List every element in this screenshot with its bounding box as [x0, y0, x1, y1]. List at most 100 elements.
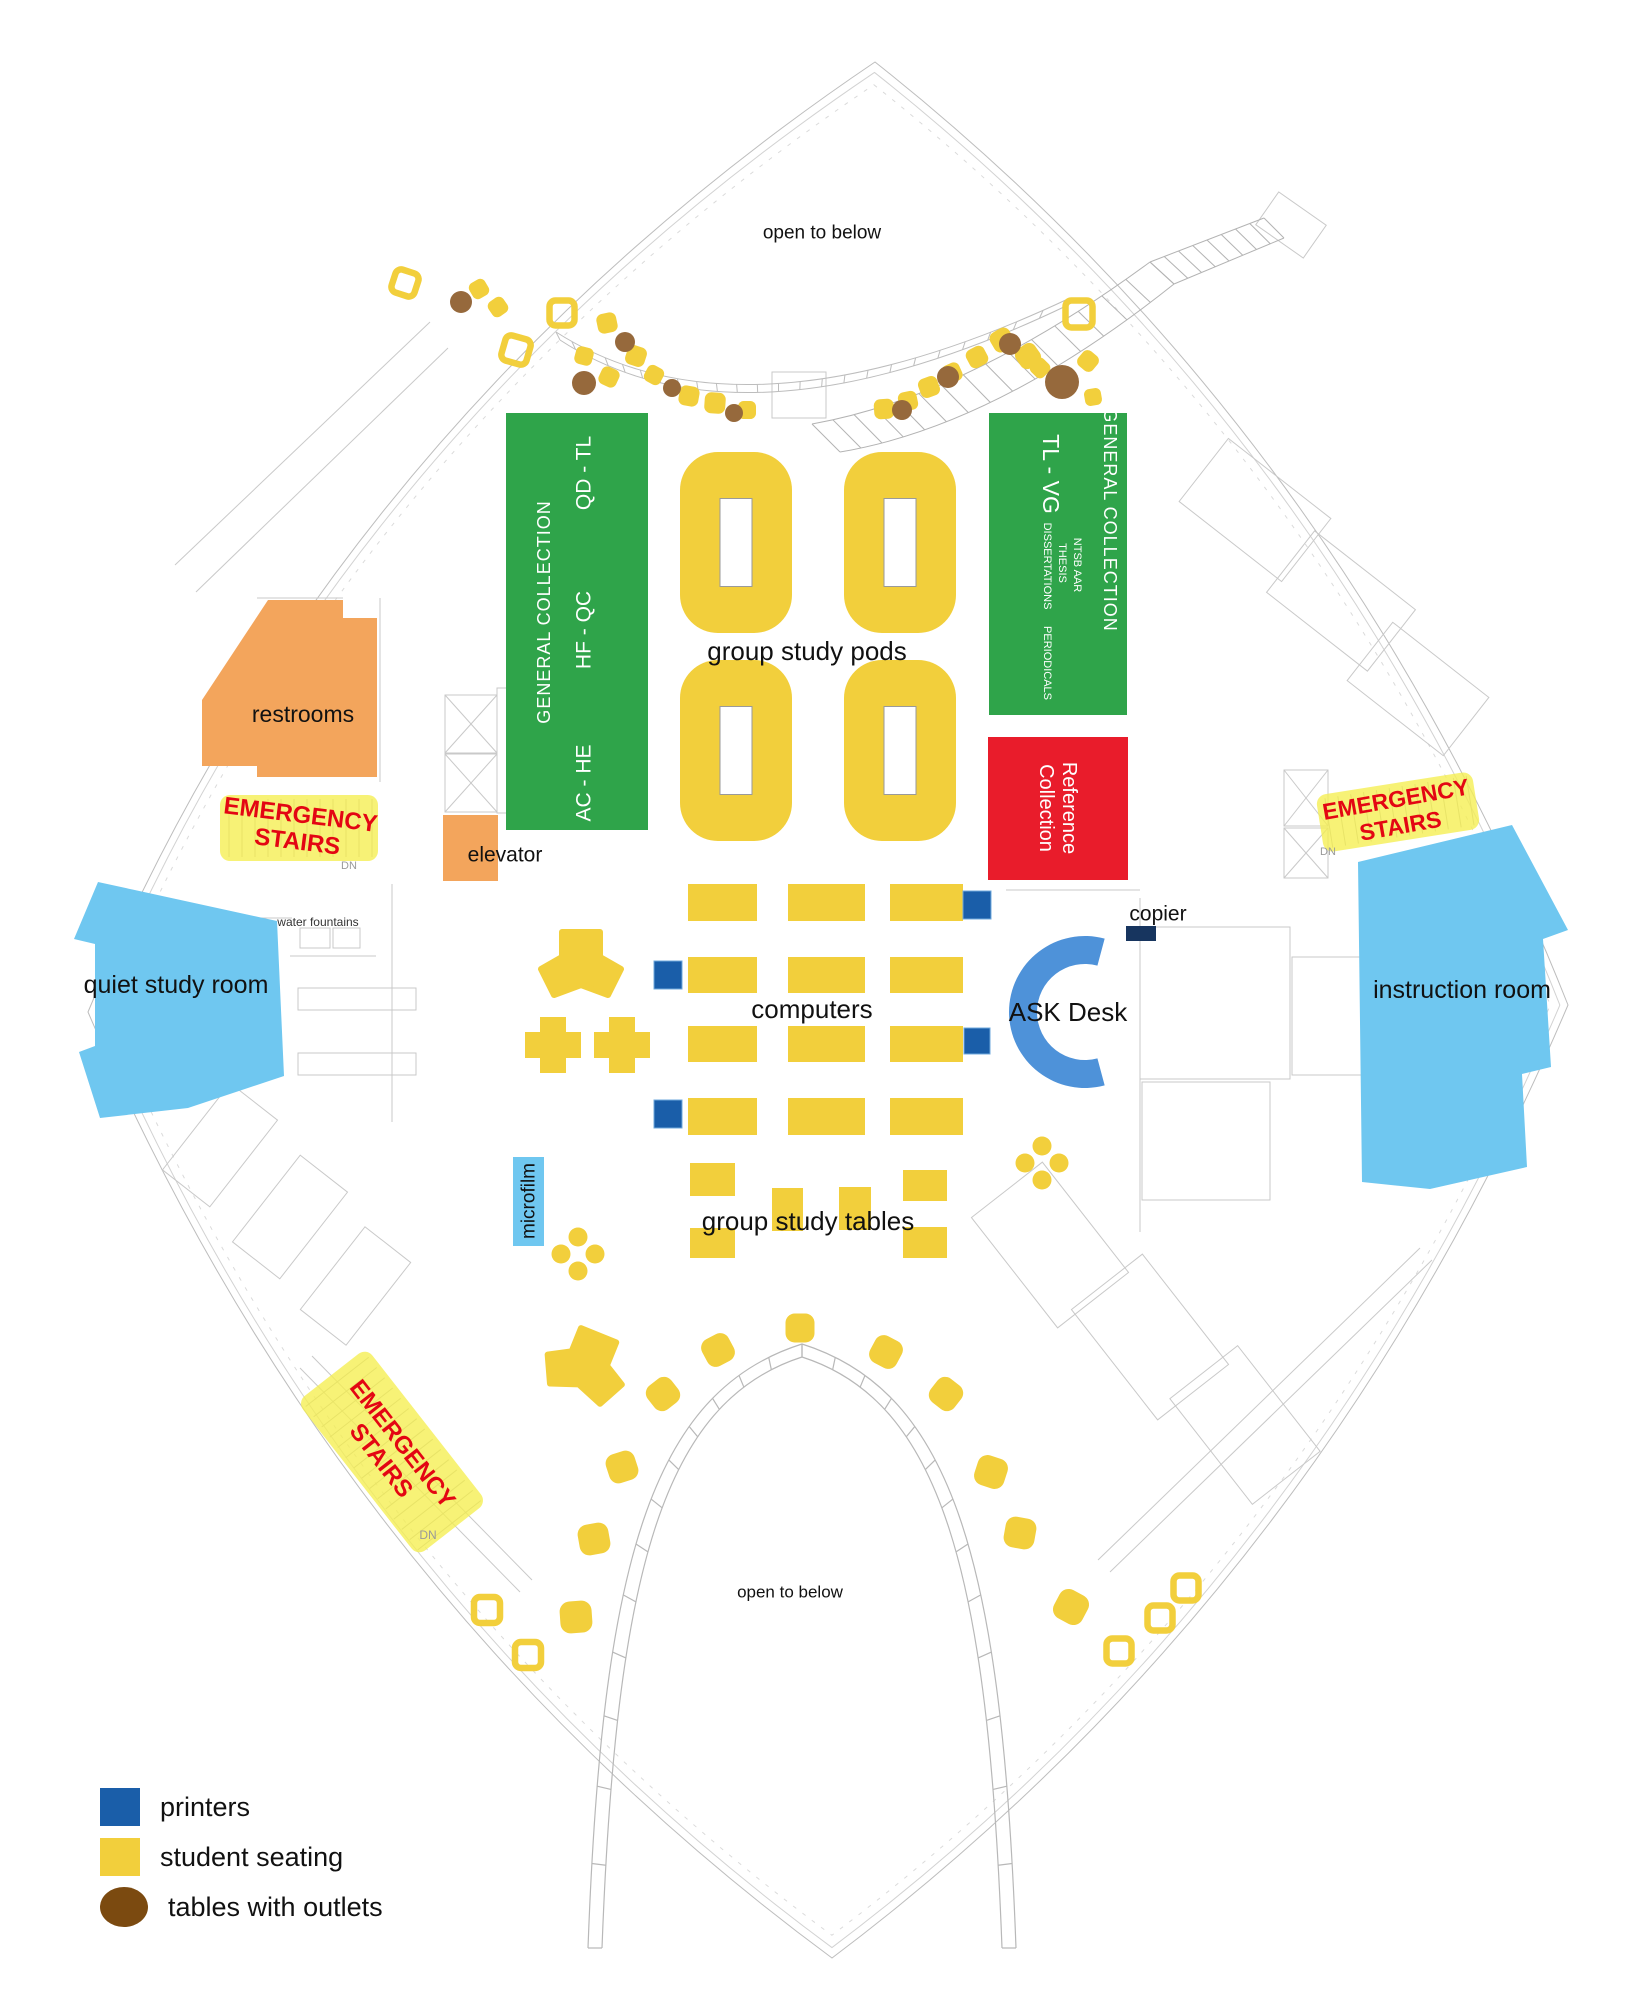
building-linework: [87, 61, 1569, 1959]
student-seat: [1084, 388, 1102, 406]
general-collection-east-label-4: DISSERTATIONS: [1041, 523, 1053, 610]
student-seat: [643, 364, 665, 386]
elevator: elevator: [443, 815, 542, 881]
group-study-pod: [844, 660, 956, 841]
table-with-outlets: [725, 404, 743, 422]
table-with-outlets: [937, 366, 959, 388]
legend-label-printers: printers: [160, 1791, 251, 1822]
dn-northwest: DN: [341, 860, 357, 872]
legend-row-tables-with-outlets: tables with outlets: [100, 1882, 383, 1932]
round-seat-cluster: [1015, 1136, 1069, 1190]
copier-label: copier: [1129, 903, 1186, 926]
y-shaped-table: [544, 1325, 625, 1407]
general-collection-west: GENERAL COLLECTION QD - TL HF - QC AC - HE: [506, 413, 648, 830]
general-collection-west-label-3: AC - HE: [573, 744, 596, 821]
general-collection-east: GENERAL COLLECTION TL - VG NTSB AARTHESISD…: [989, 408, 1127, 715]
student-seat-outline: [1144, 1602, 1176, 1634]
table-with-outlets: [1045, 365, 1079, 399]
computer-table: [688, 957, 757, 993]
student-seat: [869, 1335, 903, 1369]
general-collection-west-label-0: GENERAL COLLECTION: [534, 500, 554, 723]
student-seat: [559, 1600, 593, 1634]
student-seat: [598, 366, 620, 388]
student-seat: [605, 1450, 639, 1484]
group-study-table: [839, 1187, 871, 1230]
student-seat-outline: [1062, 297, 1096, 331]
student-seat: [574, 346, 594, 366]
student-seat: [873, 398, 895, 420]
y-shaped-table: [538, 929, 624, 998]
student-seat: [785, 1313, 815, 1343]
computer-table: [890, 1026, 963, 1062]
microfilm: microfilm: [513, 1157, 544, 1246]
student-seating-swatch: [100, 1838, 140, 1876]
general-collection-east-label-3: THESIS: [1056, 543, 1068, 583]
dn-northeast: DN: [1320, 846, 1336, 858]
student-seat: [625, 345, 647, 367]
plus-shaped-table: [594, 1017, 650, 1073]
group-study-pod: [680, 452, 792, 633]
student-seat: [701, 1333, 735, 1367]
tables-with-outlets-swatch: [100, 1887, 148, 1927]
printer-marker: [653, 960, 683, 990]
group-study-table: [690, 1228, 735, 1258]
student-seat: [917, 375, 941, 399]
student-seat-outline: [511, 1638, 545, 1672]
printers-swatch: [100, 1788, 140, 1826]
printer-marker: [653, 1099, 683, 1129]
group-study-pod: [680, 660, 792, 841]
student-seat-outline: [498, 332, 534, 368]
student-seat: [1052, 1588, 1090, 1626]
computer-table: [788, 884, 865, 921]
computer-table: [688, 1026, 757, 1062]
table-with-outlets: [892, 400, 912, 420]
student-seat-outline: [1170, 1572, 1202, 1604]
student-seat: [928, 1376, 964, 1412]
legend-label-student-seating: student seating: [160, 1841, 344, 1872]
north-atrium-railing: [555, 297, 1071, 393]
computer-table: [890, 884, 963, 921]
group-study-table: [690, 1163, 735, 1196]
group-study-pods: group study pods: [707, 636, 906, 666]
student-seat: [974, 1455, 1008, 1489]
computer-table: [788, 1098, 865, 1135]
group-study-tables: group study tables: [702, 1206, 914, 1236]
computer-table: [890, 1098, 963, 1135]
student-seat: [596, 312, 618, 334]
reference-collection-label-1: Collection: [1035, 764, 1057, 852]
elevator-label-0: elevator: [468, 844, 543, 867]
quiet-study-room-label-0: quiet study room: [84, 971, 269, 999]
legend-row-printers: printers: [100, 1782, 383, 1832]
general-collection-east-label-0: GENERAL COLLECTION: [1100, 408, 1120, 631]
table-with-outlets: [999, 333, 1021, 355]
ask-desk: [1009, 936, 1105, 1088]
computer-table: [890, 957, 963, 993]
student-seat: [1003, 1516, 1037, 1550]
reference-collection-label-0: Reference: [1058, 762, 1080, 854]
quiet-study-room: quiet study room: [74, 882, 284, 1118]
student-seat: [487, 296, 509, 318]
general-collection-east-label-1: TL - VG: [1038, 434, 1064, 514]
general-collection-west-label-2: HF - QC: [573, 591, 596, 669]
legend: printers student seating tables with out…: [100, 1782, 383, 1932]
computer-table: [788, 1026, 865, 1062]
general-collection-east-label-2: NTSB AAR: [1071, 538, 1083, 592]
student-seat: [577, 1522, 611, 1556]
general-collection-east-label-5: PERIODICALS: [1041, 626, 1053, 700]
restrooms-label-0: restrooms: [252, 701, 354, 727]
student-seat: [645, 1376, 681, 1412]
restrooms: restrooms: [202, 600, 377, 777]
group-study-table: [772, 1188, 803, 1231]
legend-label-tables-with-outlets: tables with outlets: [168, 1891, 383, 1922]
water-fountains: water fountains: [276, 915, 358, 929]
student-seat: [1077, 350, 1099, 372]
printer-marker: [963, 1027, 991, 1055]
computer-table: [688, 1098, 757, 1135]
general-collection-west-label-1: QD - TL: [573, 436, 596, 510]
student-seat-outline: [388, 266, 422, 300]
instruction-room-label-0: instruction room: [1373, 976, 1551, 1004]
